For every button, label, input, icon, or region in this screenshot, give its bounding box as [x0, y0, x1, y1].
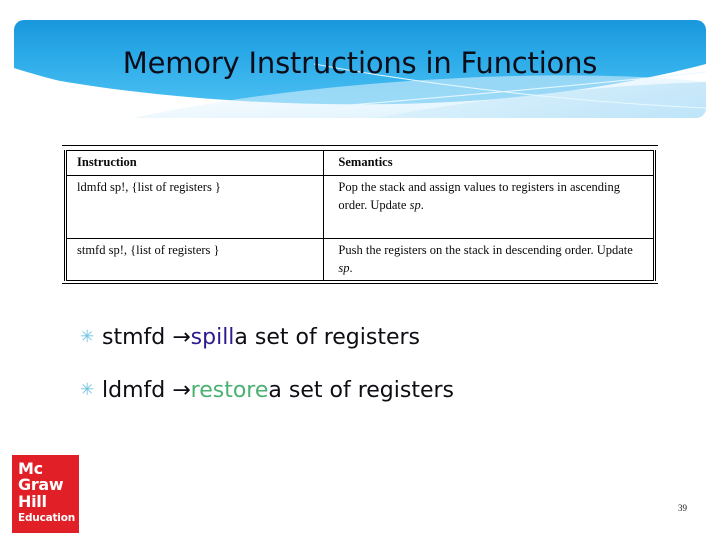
logo-line-graw: Graw: [18, 475, 64, 495]
bullet-item-ldmfd: ✳ ldmfd → restore a set of registers: [80, 378, 454, 403]
logo-line-mc: Mc: [18, 459, 43, 478]
title-banner: Memory Instructions in Functions: [14, 20, 706, 118]
bullet-text-post: a set of registers: [234, 325, 421, 350]
instruction-semantics-table: Instruction Semantics ldmfd sp!, {list o…: [64, 150, 656, 282]
cell-instruction: ldmfd sp!, {list of registers }: [64, 174, 325, 239]
bullet-keyword-spill: spill: [190, 325, 235, 350]
rule-below-table: [62, 283, 658, 284]
column-header-instruction: Instruction: [64, 150, 325, 176]
semantics-text-pre: Push the registers on the stack in desce…: [338, 242, 633, 257]
table-row: ldmfd sp!, {list of registers } Pop the …: [64, 174, 655, 239]
semantics-text-post: .: [420, 197, 424, 212]
logo-line-hill: Hill: [18, 491, 47, 511]
bullet-item-stmfd: ✳ stmfd → spill a set of registers: [80, 325, 420, 350]
semantics-text-post: .: [349, 260, 353, 275]
rule-above-table: [62, 145, 658, 146]
page-title: Memory Instructions in Functions: [122, 46, 598, 80]
bullet-text-post: a set of registers: [268, 378, 454, 403]
semantics-register-name: sp: [338, 260, 350, 275]
page-number: 39: [678, 503, 687, 513]
semantics-register-name: sp: [409, 197, 421, 212]
semantics-text-pre: Pop the stack and assign values to regis…: [338, 179, 620, 212]
asterisk-bullet-icon: ✳: [80, 327, 95, 347]
table-header-row: Instruction Semantics: [64, 150, 655, 176]
mcgraw-hill-education-logo: Mc Graw Hill Education: [12, 455, 79, 533]
bullet-text-pre: stmfd →: [102, 325, 191, 350]
bullet-keyword-restore: restore: [190, 378, 269, 403]
logo-line-education: Education: [18, 511, 75, 524]
cell-semantics: Pop the stack and assign values to regis…: [323, 174, 655, 239]
bullet-text-pre: ldmfd →: [102, 378, 191, 403]
table-row: stmfd sp!, {list of registers } Push the…: [64, 237, 655, 282]
cell-semantics: Push the registers on the stack in desce…: [323, 237, 655, 282]
column-header-semantics: Semantics: [323, 150, 655, 176]
banner-graphic: [14, 20, 706, 118]
cell-instruction: stmfd sp!, {list of registers }: [64, 237, 325, 282]
asterisk-bullet-icon: ✳: [80, 380, 95, 400]
